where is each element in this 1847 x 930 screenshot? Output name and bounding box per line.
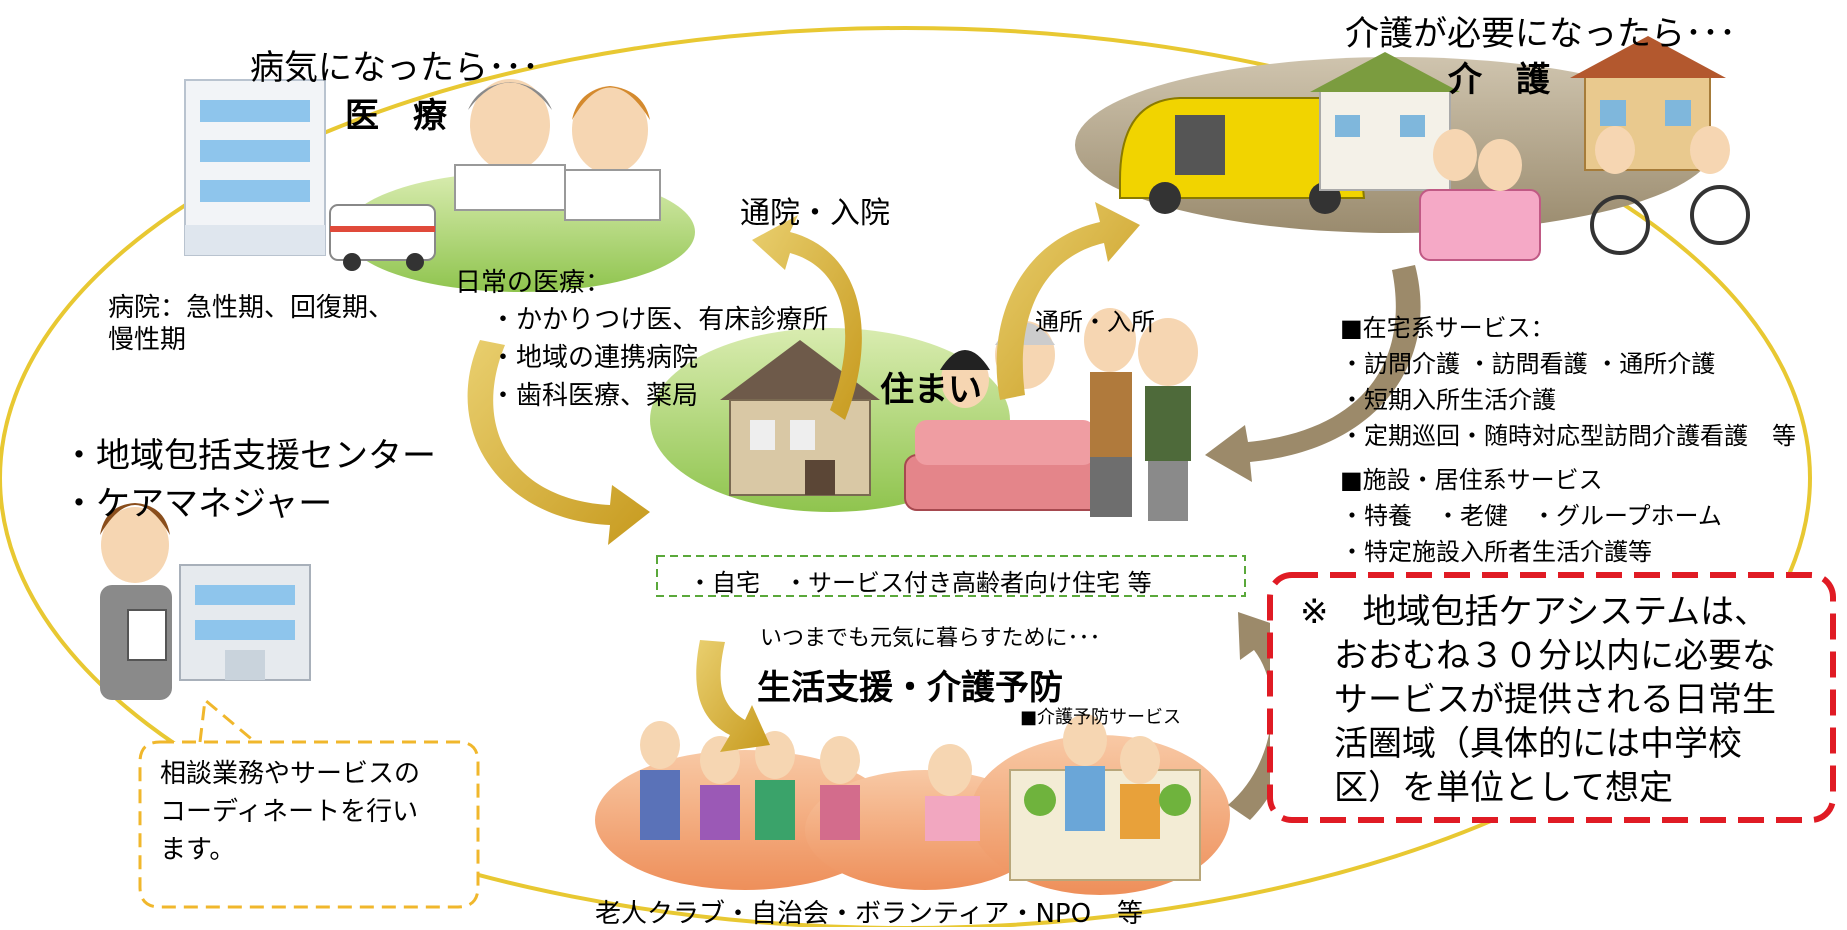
daily-medical-title: 日常の医療： [455,268,612,298]
medical-heading: 病気になったら･･･ [250,48,539,88]
arrow-home-to-care [996,202,1140,400]
note-text: ※ 地域包括ケアシステムは、 おおむね３０分以内に必要な サービスが提供される日… [1300,592,1776,808]
center-item: ・地域包括支援センター [62,436,436,476]
arrow-label-daycare: 通所・入所 [1035,308,1155,336]
daily-medical-item: ・かかりつけ医、有床診療所 [490,305,829,335]
arrow-label-hospital-visit: 通院・入院 [740,196,890,231]
home-services-item: ・訪問介護 ・訪問看護 ・通所介護 [1340,350,1716,378]
wheelchair [1590,126,1750,255]
arrow-care-to-home [1205,265,1421,482]
facility-services-title: ■施設・居住系サービス [1340,466,1603,494]
center-building [179,564,311,681]
home-services-title: ■在宅系サービス： [1340,314,1555,342]
daily-medical-item: ・歯科医療、薬局 [490,381,699,411]
hospital-building [184,79,326,256]
outer-ring [0,26,1812,927]
center-item: ・ケアマネジャー [62,484,333,524]
home-types-box [656,555,1246,597]
elderly-couple [1084,308,1198,521]
hospital-label: 病院：急性期、回復期、 慢性期 [108,293,395,355]
facility-services-item: ・特定施設入所者生活介護等 [1340,538,1652,566]
sofa-family [904,321,1106,511]
prevention-service-label: ■介護予防サービス [1020,707,1182,728]
arrow-home-to-medical [752,215,862,420]
prevention-subtitle: いつまでも元気に暮らすために･･･ [760,626,1101,651]
care-title: 介 護 [1448,60,1550,100]
home-title: 住まい [880,370,982,410]
arrow-home-to-prevention [696,640,770,752]
facility-services-item: ・特養 ・老健 ・グループホーム [1340,502,1722,530]
speech-text: 相談業務やサービスの コーディネートを行い ます。 [160,759,421,865]
ambulance [329,204,436,271]
medical-title: 医 療 [345,96,447,136]
home-services-item: ・短期入所生活介護 [1340,386,1556,414]
prevention-title: 生活支援・介護予防 [757,668,1063,708]
care-manager-figure [100,503,172,700]
community-groups: 老人クラブ・自治会・ボランティア・NPO 等 [595,899,1144,929]
speech-bubble [138,697,480,909]
bath-scene [1419,129,1541,261]
elderly-group [640,721,980,841]
care-facility [1310,52,1460,191]
daily-medical-item: ・地域の連携病院 [490,343,699,373]
doctors [454,79,661,221]
care-heading: 介護が必要になったら･･･ [1345,14,1736,54]
arrow-medical-to-home [467,340,650,545]
garden-scene [1009,714,1201,881]
home-types: ・自宅 ・サービス付き高齢者向け住宅 等 [688,569,1152,597]
home-services-item: ・定期巡回・随時対応型訪問介護看護 等 [1340,422,1796,450]
note-box [1267,572,1836,823]
